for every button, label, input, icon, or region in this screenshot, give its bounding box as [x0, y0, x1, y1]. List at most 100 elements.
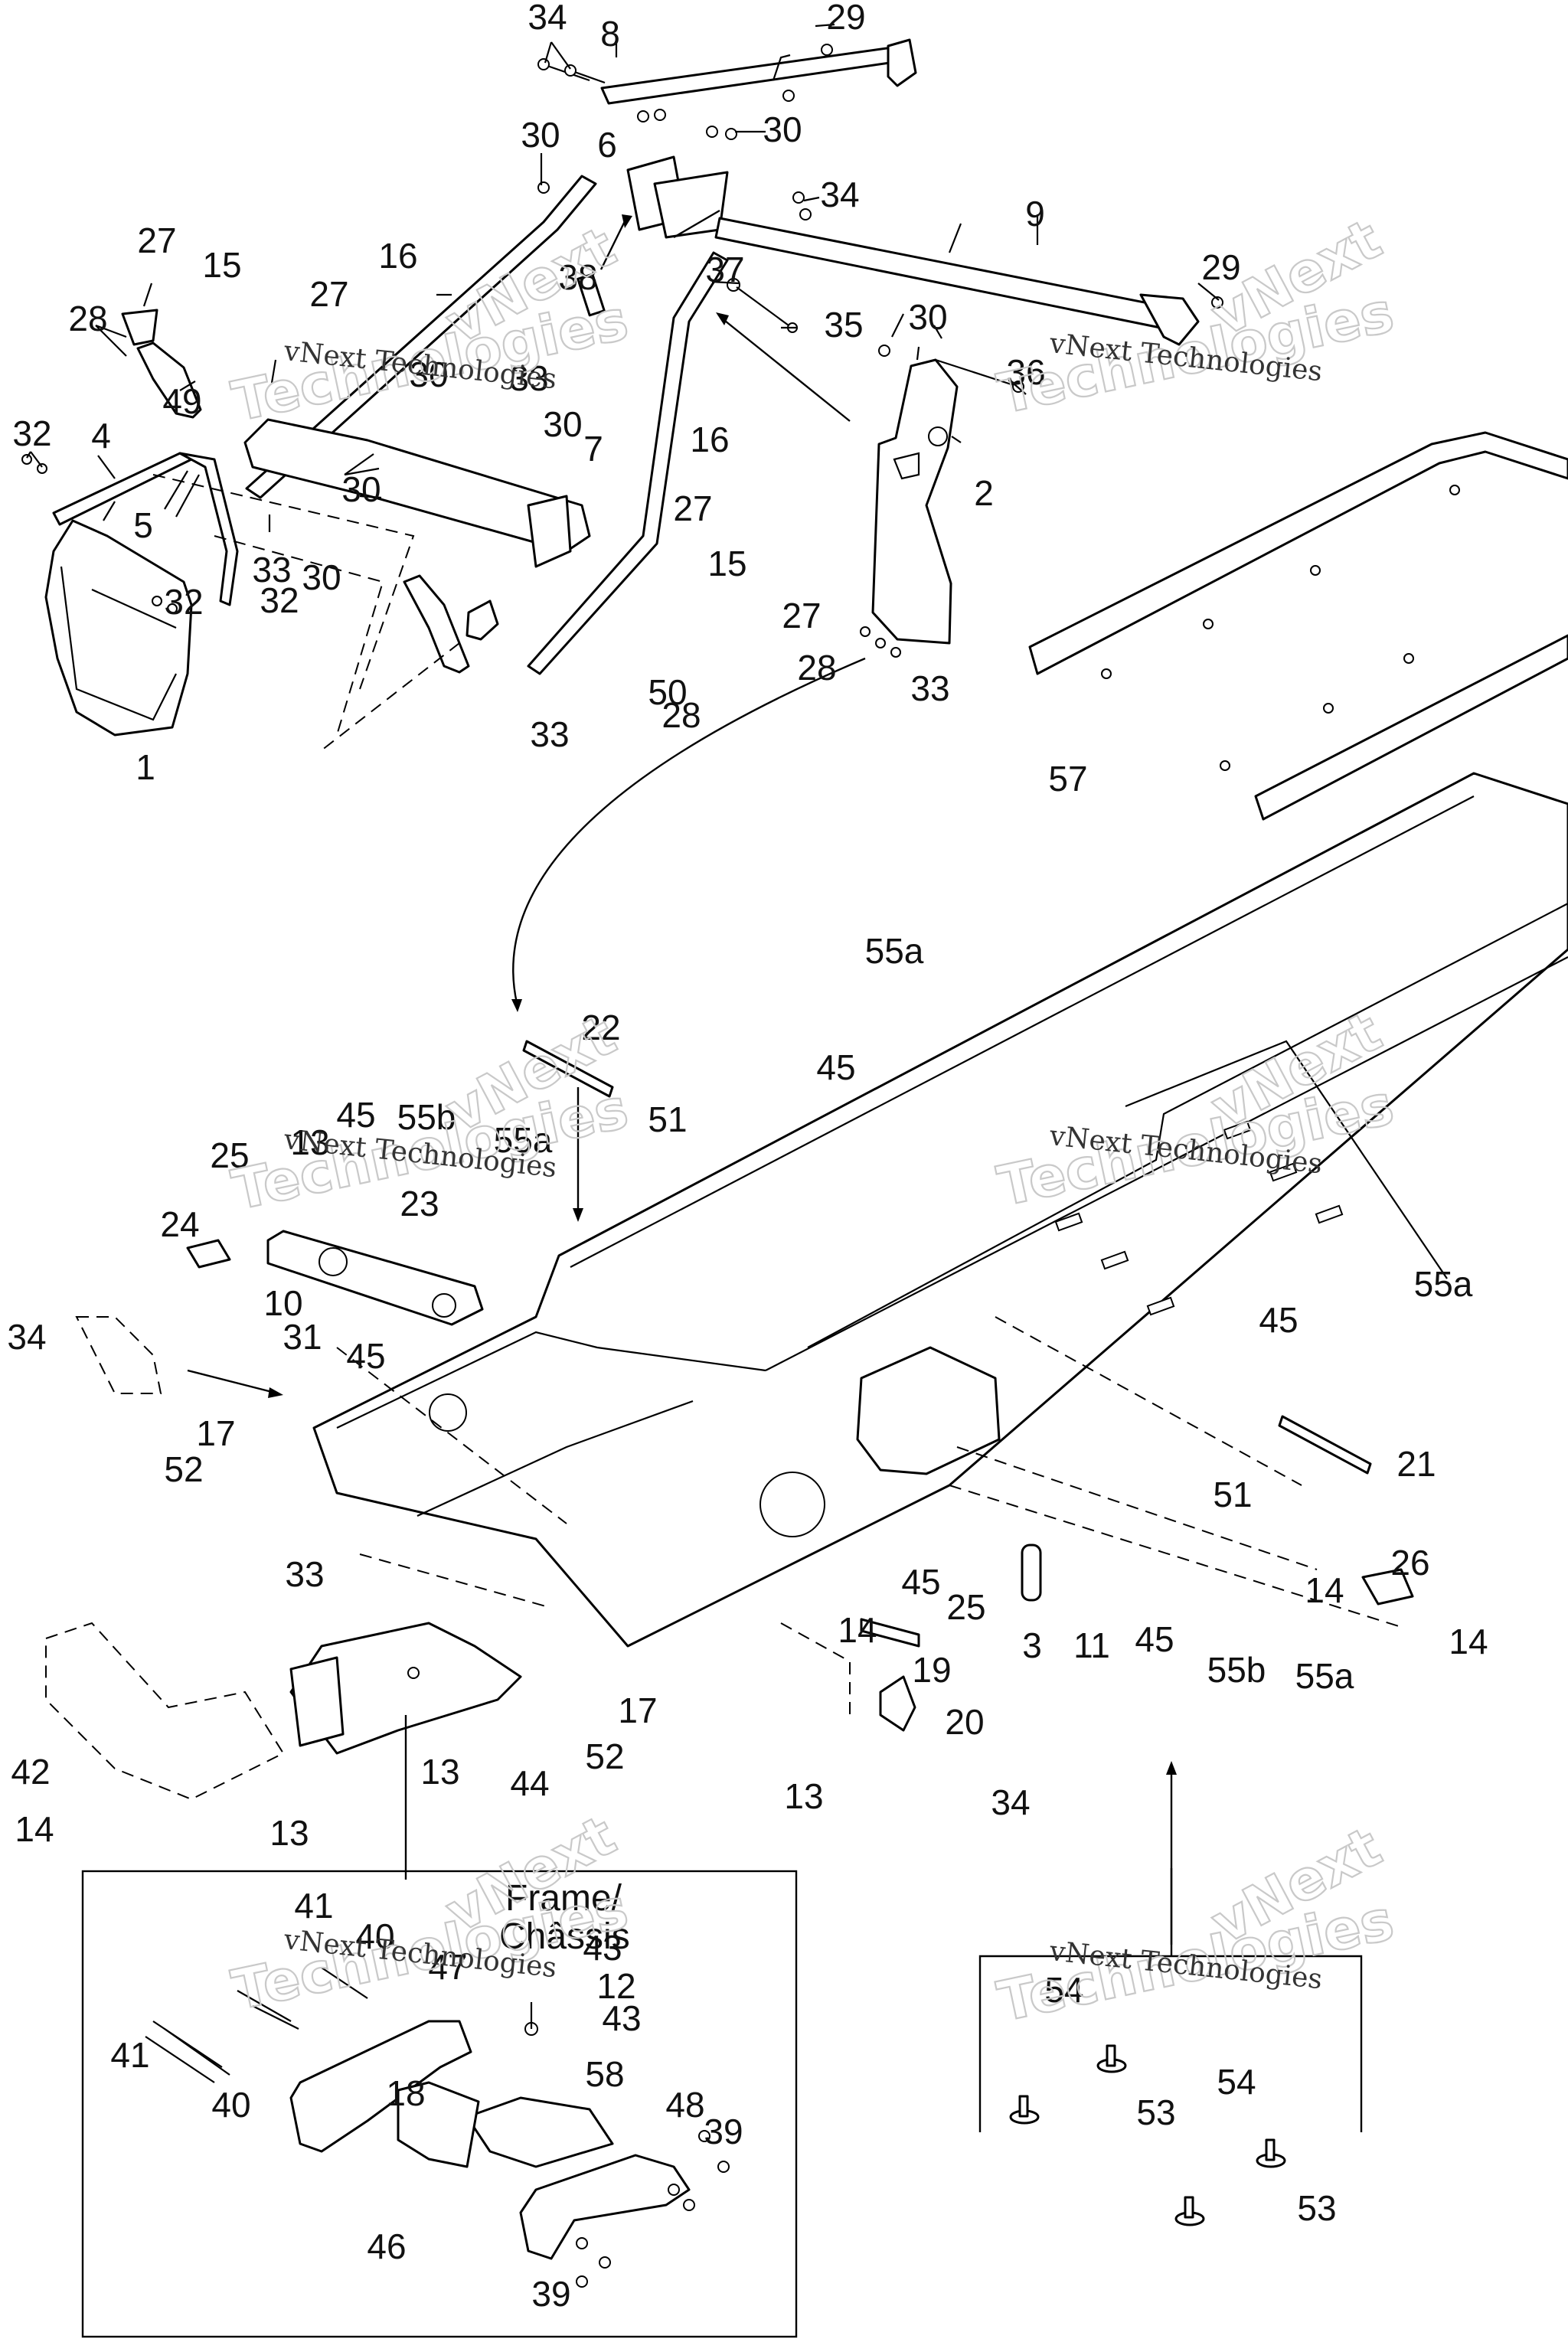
- callout-part-55a: 55a: [494, 1120, 553, 1160]
- callout-part-36: 36: [1006, 352, 1045, 392]
- callout-part-26: 26: [1390, 1543, 1429, 1583]
- callout-part-33: 33: [252, 550, 291, 590]
- tunnel-slots: [1054, 1120, 1344, 1316]
- part-1-front-bumper: [44, 519, 193, 737]
- callout-part-14: 14: [15, 1809, 54, 1849]
- callout-part-27: 27: [309, 274, 348, 314]
- part-8-upper-crossbar: [600, 38, 917, 105]
- part-15-left-plate: [121, 309, 158, 346]
- callout-part-45: 45: [816, 1047, 855, 1087]
- callout-part-30: 30: [763, 109, 802, 149]
- callout-part-12: 12: [596, 1966, 635, 2006]
- callout-part-30: 30: [302, 557, 341, 597]
- callout-part-54: 54: [1217, 2062, 1256, 2102]
- part-4-front-bar: [52, 452, 239, 606]
- part-57-screws: [1101, 485, 1460, 771]
- callout-part-30: 30: [409, 354, 448, 394]
- bolt-34-mid: [792, 191, 812, 220]
- callout-part-13: 13: [270, 1813, 309, 1853]
- part-2-side-plate: [860, 358, 959, 658]
- part-50-bracket: [403, 574, 470, 674]
- callout-part-45: 45: [901, 1562, 940, 1602]
- callout-part-20: 20: [945, 1702, 984, 1742]
- callout-part-57: 57: [1048, 759, 1087, 799]
- callout-part-55a: 55a: [1295, 1656, 1354, 1696]
- callout-part-54: 54: [1044, 1970, 1083, 2010]
- inset-title-frame: Frame/: [505, 1878, 622, 1919]
- callout-part-45: 45: [346, 1336, 385, 1376]
- callout-part-21: 21: [1396, 1444, 1436, 1484]
- callout-part-4: 4: [91, 416, 111, 456]
- callout-part-30: 30: [543, 404, 582, 444]
- callout-part-5: 5: [133, 505, 153, 545]
- part-57-rail-lower: [1254, 634, 1568, 821]
- callout-part-7: 7: [583, 429, 603, 469]
- callout-part-16: 16: [690, 420, 729, 459]
- part-37-35-bolt: [716, 278, 851, 422]
- callout-part-34: 34: [7, 1317, 46, 1357]
- stud-pair-2: [1174, 2138, 1286, 2226]
- callout-part-33: 33: [285, 1554, 324, 1594]
- callout-part-28: 28: [662, 695, 701, 735]
- callout-part-58: 58: [585, 2054, 624, 2094]
- callout-part-27: 27: [782, 596, 821, 635]
- bolt-34-top: [537, 58, 606, 84]
- part-20-bracket: [879, 1675, 916, 1732]
- front-suspension-ghost: [45, 1622, 285, 1801]
- callout-part-33: 33: [509, 358, 548, 398]
- inset-title-chassis: Châssis: [499, 1916, 630, 1957]
- callout-part-1: 1: [136, 747, 155, 787]
- callout-part-51: 51: [1213, 1475, 1252, 1514]
- callout-part-40: 40: [211, 2085, 250, 2125]
- callout-part-29: 29: [1201, 247, 1240, 287]
- callout-part-41: 41: [110, 2035, 149, 2075]
- callout-part-53: 53: [1136, 2092, 1175, 2132]
- callout-part-32: 32: [12, 413, 51, 453]
- leader-lines: [26, 23, 1220, 532]
- callout-part-14: 14: [1449, 1622, 1488, 1661]
- nuts-30-top: [637, 44, 833, 140]
- callout-part-55b: 55b: [1207, 1650, 1266, 1690]
- callout-part-3: 3: [1022, 1625, 1042, 1665]
- part-14-ghost-tie-rod: [780, 1622, 851, 1715]
- callout-part-42: 42: [11, 1752, 50, 1792]
- callout-part-39: 39: [531, 2274, 570, 2314]
- callout-part-17: 17: [618, 1690, 657, 1730]
- part-49-bracket: [136, 341, 202, 419]
- callout-part-15: 15: [202, 245, 241, 285]
- callout-part-40: 40: [355, 1916, 394, 1956]
- callout-part-16: 16: [378, 236, 417, 276]
- callout-part-45: 45: [1135, 1619, 1174, 1659]
- callout-part-29: 29: [826, 0, 865, 37]
- bolt-29-right: [1211, 296, 1223, 309]
- callout-part-45: 45: [336, 1095, 375, 1135]
- callout-part-48: 48: [665, 2085, 704, 2125]
- callout-part-15: 15: [707, 544, 746, 583]
- part-16-right-tube: [527, 251, 729, 675]
- callout-part-53: 53: [1297, 2188, 1336, 2228]
- callout-part-32: 32: [260, 580, 299, 620]
- part-23-bracket: [266, 1230, 484, 1326]
- part-7-crossmember: [243, 418, 591, 568]
- part-26-bracket: [1361, 1568, 1414, 1606]
- alignment-lines: [152, 474, 1402, 1628]
- callout-part-38: 38: [558, 257, 597, 297]
- callout-part-43: 43: [602, 1998, 641, 2038]
- part-16-left-tube: [245, 175, 597, 499]
- part-9-long-bar: [714, 217, 1200, 346]
- callout-part-14: 14: [838, 1610, 877, 1650]
- callout-part-17: 17: [196, 1413, 235, 1453]
- callout-part-13: 13: [420, 1752, 459, 1792]
- part-57-rail-upper: [1028, 431, 1568, 675]
- part-5-bolts: [164, 470, 200, 518]
- assembly-arrows: [187, 209, 1177, 1945]
- tunnel-chassis: [312, 772, 1568, 1648]
- callout-part-55a: 55a: [1414, 1264, 1473, 1304]
- callout-part-47: 47: [428, 1947, 467, 1987]
- callout-part-24: 24: [160, 1204, 199, 1244]
- callout-part-34: 34: [991, 1782, 1030, 1822]
- part-24-clip: [186, 1239, 231, 1269]
- callout-part-10: 10: [263, 1283, 302, 1323]
